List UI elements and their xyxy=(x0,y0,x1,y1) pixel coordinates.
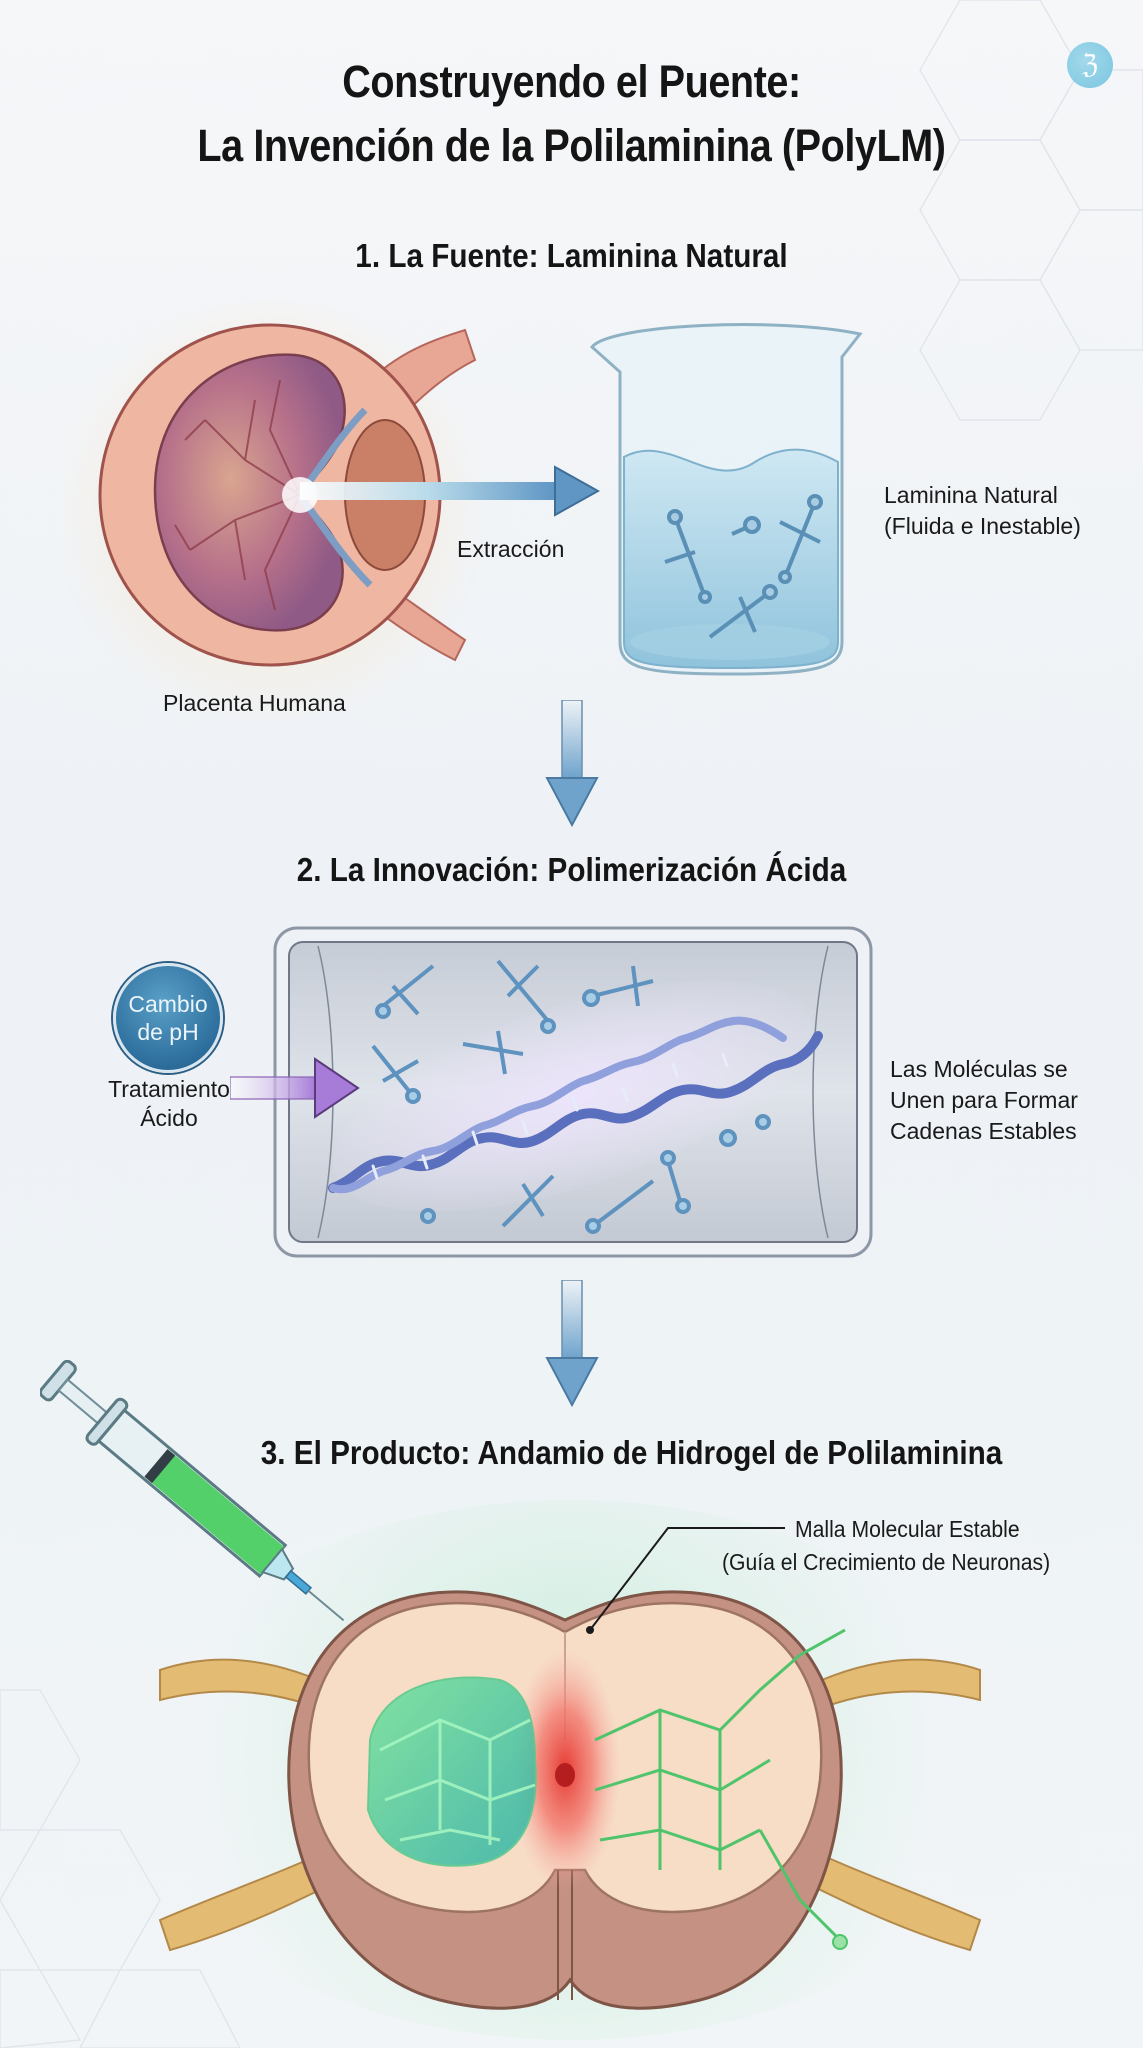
polymer-chain-icon xyxy=(328,1016,823,1194)
ph-badge: Cambio de pH xyxy=(113,963,223,1073)
page-title-line1: Construyendo el Puente: xyxy=(342,56,801,107)
stable-mesh-sublabel: (Guía el Crecimiento de Neuronas) xyxy=(722,1549,1051,1575)
callout-leader-line xyxy=(586,1527,785,1634)
section-1-title: 1. La Fuente: Laminina Natural xyxy=(355,237,788,274)
brand-logo-icon: ℨ xyxy=(1067,42,1113,88)
beaker-icon xyxy=(589,323,863,676)
section-3-title: 3. El Producto: Andamio de Hidrogel de P… xyxy=(260,1434,1003,1471)
spinal-cord-illustration xyxy=(158,1590,982,2010)
acid-treatment-label: Tratamiento Ácido xyxy=(108,1076,230,1131)
down-arrow-icon xyxy=(545,700,599,828)
hydrogel-mesh-icon xyxy=(366,1676,537,1867)
ph-badge-line2: de pH xyxy=(137,1019,199,1045)
reaction-chamber xyxy=(273,926,873,1258)
extraction-label: Extracción xyxy=(457,536,565,562)
acid-arrow-icon xyxy=(230,1057,360,1119)
extraction-arrow-icon xyxy=(300,465,600,517)
page-title-line2: La Invención de la Polilaminina (PolyLM) xyxy=(197,120,946,171)
stable-mesh-label: Malla Molecular Estable xyxy=(795,1516,1020,1542)
stable-chains-label: Las Moléculas se Unen para Formar Cadena… xyxy=(890,1056,1078,1144)
natural-laminin-sublabel: (Fluida e Inestable) xyxy=(884,513,1081,539)
ph-badge-line1: Cambio xyxy=(128,991,208,1017)
laminin-molecule-icon xyxy=(664,494,823,639)
natural-laminin-label: Laminina Natural xyxy=(884,482,1058,508)
syringe-icon xyxy=(40,1360,345,1622)
down-arrow-icon xyxy=(545,1280,599,1408)
section-2-title: 2. La Innovación: Polimerización Ácida xyxy=(296,851,847,888)
placenta-label: Placenta Humana xyxy=(163,690,346,716)
